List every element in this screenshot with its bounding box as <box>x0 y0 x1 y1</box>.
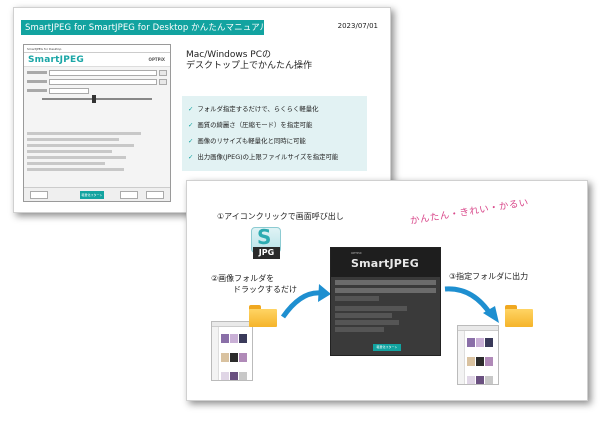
manual-slide-workflow: ①アイコンクリックで画面呼び出し かんたん・きれい・かるい S JPG ②画像フ… <box>186 180 588 401</box>
app-screenshot-dark: OPTPiX SmartJPEG 軽量化スタート <box>330 247 441 356</box>
input-folder-field <box>335 280 436 285</box>
feature-item: ✓出力画像(JPEG)の上限ファイルサイズを指定可能 <box>188 153 339 161</box>
feature-item: ✓画像のリサイズも軽量化と同時に可能 <box>188 137 306 145</box>
start-button: 軽量化スタート <box>80 191 104 199</box>
row-label <box>27 71 47 74</box>
feature-list: ✓フォルダ指定するだけで、らくらく軽量化 ✓画質の綺麗さ（圧縮モード）を指定可能… <box>182 96 367 171</box>
feature-item: ✓画質の綺麗さ（圧縮モード）を指定可能 <box>188 121 313 129</box>
quality-slider <box>42 95 152 103</box>
app-options-area <box>27 129 169 185</box>
step1-callout: ①アイコンクリックで画面呼び出し <box>217 212 344 221</box>
output-folder-field <box>335 288 436 293</box>
browse-button <box>159 78 167 85</box>
catchphrase: かんたん・きれい・かるい <box>409 197 530 227</box>
folder-icon <box>505 305 533 327</box>
output-folder-window <box>457 325 499 385</box>
folder-icon <box>249 305 277 327</box>
input-folder-field <box>49 69 157 76</box>
check-icon: ✓ <box>188 121 194 129</box>
arrow-icon <box>444 286 499 323</box>
app-screenshot-light: SmartJPEG for Desktop SmartJPEG OPTPiX <box>23 44 171 202</box>
slide-heading: Mac/Windows PCの デスクトップ上でかんたん操作 <box>186 50 312 72</box>
smartjpeg-app-icon: S JPG <box>251 225 281 259</box>
arrow-icon <box>281 284 331 319</box>
heading-line-1: Mac/Windows PCの <box>186 50 272 60</box>
output-folder-field <box>49 78 157 85</box>
app-options-area <box>335 304 438 342</box>
slide-date: 2023/07/01 <box>337 22 378 30</box>
check-icon: ✓ <box>188 137 194 145</box>
smartjpeg-logo: SmartJPEG <box>351 257 419 270</box>
app-input-row <box>27 69 167 76</box>
app-name-row <box>27 87 167 94</box>
exit-button <box>146 191 164 199</box>
browse-button <box>159 69 167 76</box>
smartjpeg-logo: SmartJPEG <box>28 55 84 65</box>
check-icon: ✓ <box>188 153 194 161</box>
help-button <box>30 191 48 199</box>
reset-button <box>120 191 138 199</box>
name-field <box>335 296 379 301</box>
app-logo-row: SmartJPEG OPTPiX <box>24 53 170 67</box>
manual-slide-overview: SmartJPEG for SmartJPEG for Desktop かんたん… <box>13 7 391 213</box>
row-label <box>27 89 47 92</box>
check-icon: ✓ <box>188 105 194 113</box>
optpix-logo: OPTPiX <box>148 57 165 62</box>
app-output-row <box>27 78 167 85</box>
slider-knob <box>91 95 96 103</box>
step2-callout: ②画像フォルダを ドラックするだけ <box>211 274 297 294</box>
optpix-logo: OPTPiX <box>351 251 362 255</box>
app-window-title: SmartJPEG for Desktop <box>24 45 170 53</box>
source-folder-window <box>211 321 253 381</box>
start-button: 軽量化スタート <box>373 344 401 351</box>
row-label <box>27 80 47 83</box>
feature-item: ✓フォルダ指定するだけで、らくらく軽量化 <box>188 105 319 113</box>
step3-callout: ③指定フォルダに出力 <box>449 272 529 281</box>
slide-title: SmartJPEG for SmartJPEG for Desktop かんたん… <box>25 23 269 33</box>
slide-title-bar: SmartJPEG for SmartJPEG for Desktop かんたん… <box>21 20 268 35</box>
heading-line-2: デスクトップ上でかんたん操作 <box>186 61 313 71</box>
name-field <box>49 87 89 94</box>
app-bottom-bar: 軽量化スタート <box>24 187 170 201</box>
